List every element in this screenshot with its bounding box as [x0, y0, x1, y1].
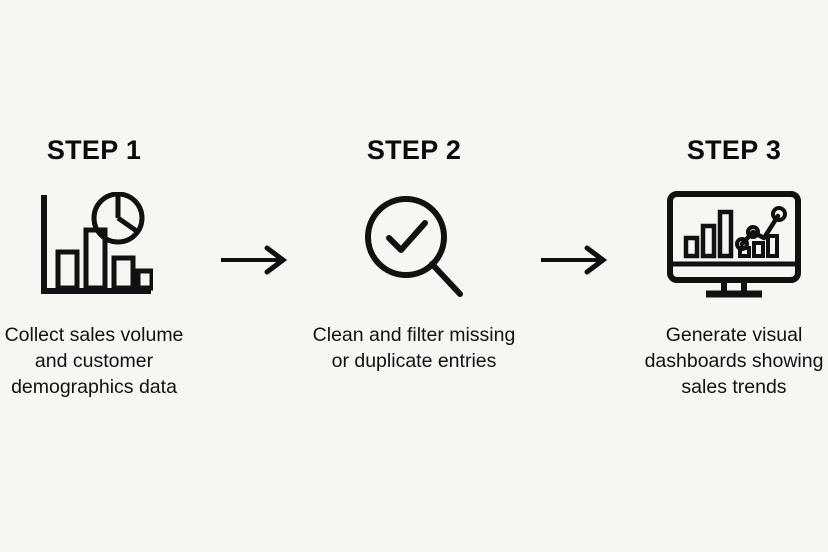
step-3: STEP 3: [616, 135, 828, 400]
step-1: STEP 1 Collect sales volume and customer…: [0, 135, 212, 400]
bar-pie-chart-icon: [41, 191, 153, 294]
arrow-right-icon: [221, 245, 288, 274]
step-3-caption: Generate visual dashboards showing sales…: [644, 323, 824, 398]
step-2-caption: Clean and filter missing or duplicate en…: [312, 323, 516, 372]
process-flow: STEP 1 Collect sales volume and customer…: [0, 135, 828, 400]
connector-2: [532, 202, 616, 318]
step-2-title: STEP 2: [366, 134, 462, 165]
step-1-caption: Collect sales volume and customer demogr…: [4, 323, 184, 398]
step-1-icon-container: [35, 188, 153, 304]
magnifier-check-icon: [365, 195, 463, 297]
step-1-title: STEP 1: [46, 134, 142, 165]
step-2: STEP 2 Clean and filter missing or dupli…: [296, 135, 532, 374]
step-3-icon-container: [666, 188, 802, 304]
step-2-icon-container: [362, 188, 466, 304]
step-3-title: STEP 3: [686, 134, 782, 165]
arrow-right-icon: [541, 245, 608, 274]
connector-1: [212, 202, 296, 318]
monitor-dashboard-icon: [667, 190, 801, 297]
